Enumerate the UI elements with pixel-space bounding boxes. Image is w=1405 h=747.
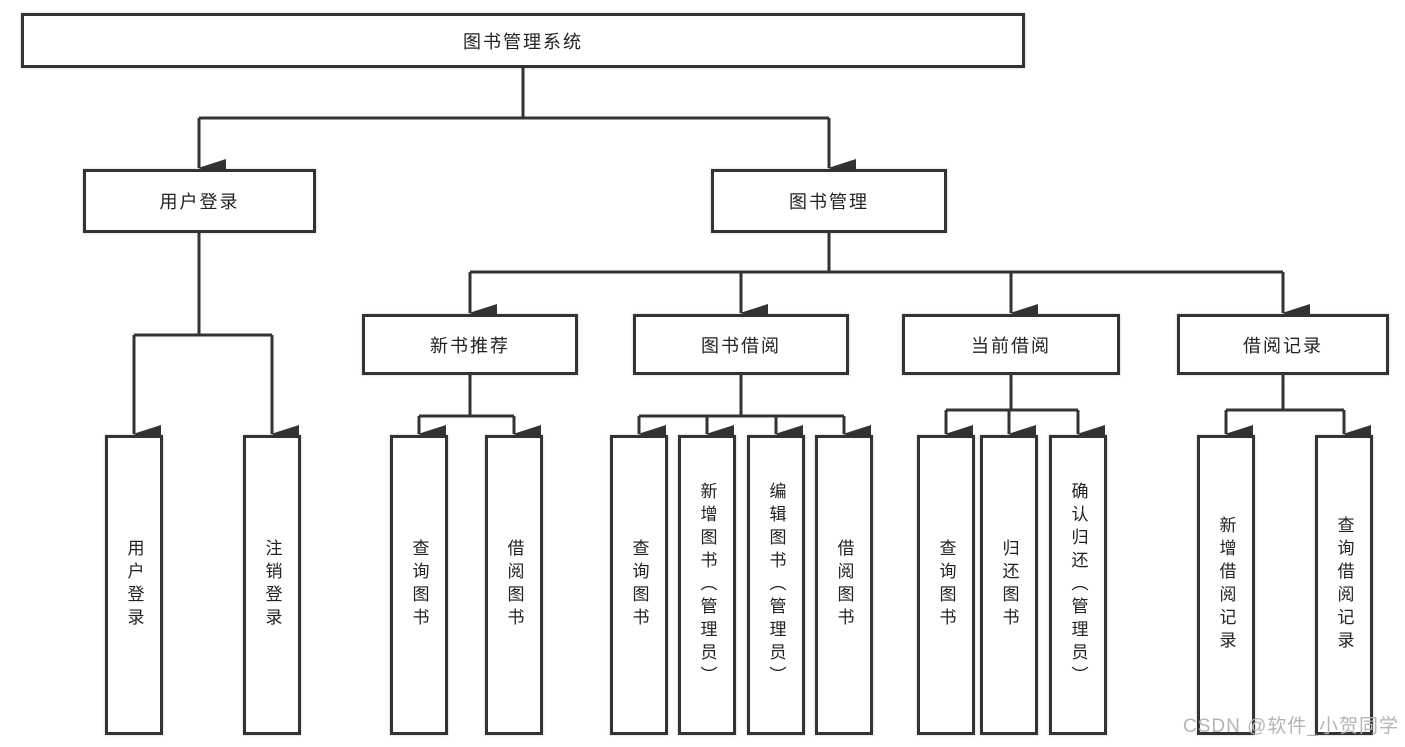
leaf-label: 归还图书 xyxy=(999,539,1019,631)
leaf-return-books: 归还图书 xyxy=(980,435,1038,735)
leaf-edit-books-admin: 编辑图书（管理员） xyxy=(747,435,805,735)
node-library-management-system: 图书管理系统 xyxy=(21,13,1025,68)
node-label: 图书管理系统 xyxy=(463,31,583,52)
leaf-label: 编辑图书（管理员） xyxy=(766,481,786,689)
leaf-add-borrow-record: 新增借阅记录 xyxy=(1197,435,1255,735)
leaf-label: 查询图书 xyxy=(409,539,429,631)
leaf-label: 确认归还（管理员） xyxy=(1068,481,1088,689)
leaf-label: 借阅图书 xyxy=(834,539,854,631)
leaf-query-books-borrowing: 查询图书 xyxy=(610,435,668,735)
node-new-book-recommendation: 新书推荐 xyxy=(362,314,578,375)
leaf-label: 查询借阅记录 xyxy=(1334,516,1354,654)
node-label: 图书管理 xyxy=(789,192,869,212)
leaf-query-borrow-record: 查询借阅记录 xyxy=(1315,435,1373,735)
leaf-borrow-books: 借阅图书 xyxy=(815,435,873,735)
node-label: 当前借阅 xyxy=(971,335,1051,356)
leaf-query-books-current: 查询图书 xyxy=(917,435,975,735)
csdn-watermark: CSDN @软件_小贺同学 xyxy=(1183,716,1399,737)
leaf-label: 新增图书（管理员） xyxy=(697,481,717,689)
leaf-borrow-books-recommendation: 借阅图书 xyxy=(485,435,543,735)
node-label: 用户登录 xyxy=(159,192,240,212)
leaf-label: 新增借阅记录 xyxy=(1216,516,1236,654)
leaf-logout: 注销登录 xyxy=(243,435,301,735)
node-user-login-branch: 用户登录 xyxy=(83,169,316,233)
node-book-borrowing: 图书借阅 xyxy=(633,314,849,375)
leaf-label: 用户登录 xyxy=(124,539,144,631)
leaf-label: 借阅图书 xyxy=(504,539,524,631)
leaf-label: 注销登录 xyxy=(262,539,282,631)
leaf-query-books-recommendation: 查询图书 xyxy=(390,435,448,735)
node-label: 新书推荐 xyxy=(430,335,510,356)
leaf-add-books-admin: 新增图书（管理员） xyxy=(678,435,736,735)
node-book-management-branch: 图书管理 xyxy=(711,169,947,233)
node-current-borrowing: 当前借阅 xyxy=(902,314,1120,375)
leaf-confirm-return-admin: 确认归还（管理员） xyxy=(1049,435,1107,735)
leaf-label: 查询图书 xyxy=(936,539,956,631)
leaf-label: 查询图书 xyxy=(629,539,649,631)
node-borrowing-records: 借阅记录 xyxy=(1177,314,1389,375)
node-label: 借阅记录 xyxy=(1243,335,1323,356)
node-label: 图书借阅 xyxy=(701,335,781,356)
leaf-user-login: 用户登录 xyxy=(105,435,163,735)
